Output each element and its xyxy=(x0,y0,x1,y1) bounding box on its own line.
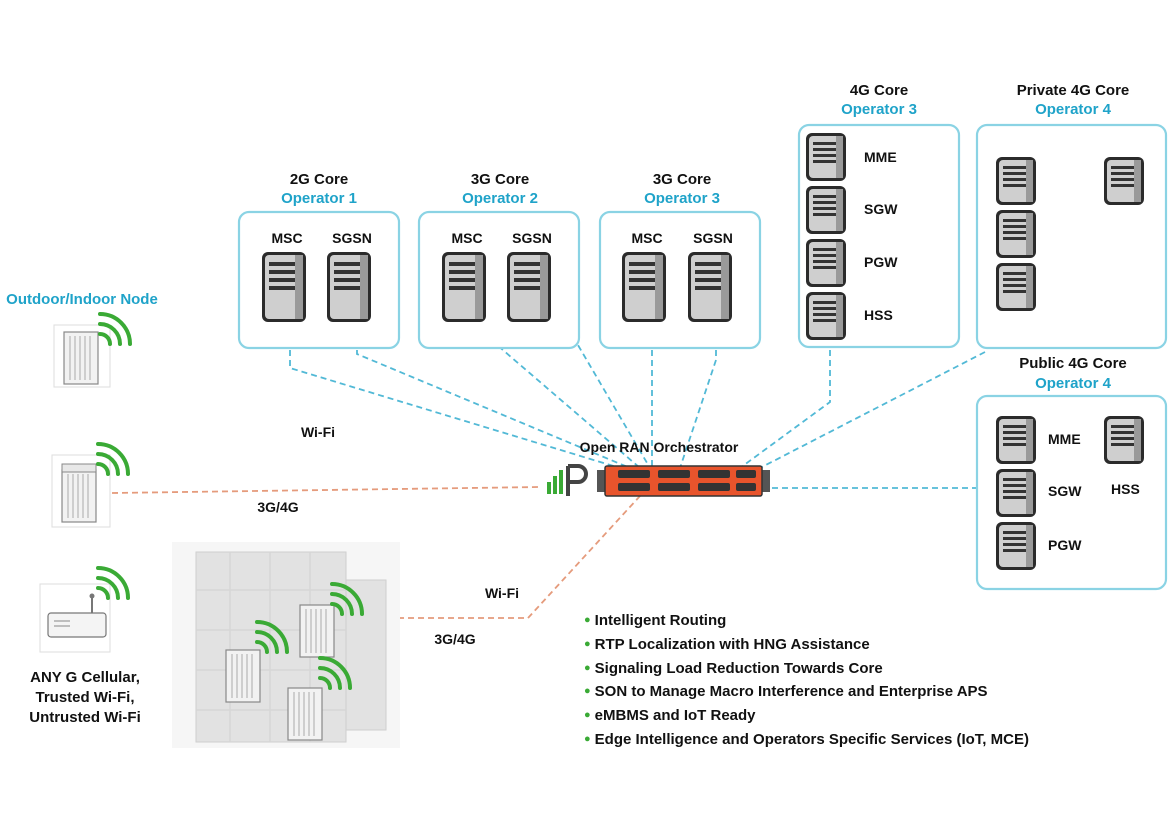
svg-text:Operator 1: Operator 1 xyxy=(281,190,357,207)
router-icon xyxy=(47,612,107,638)
core-private-4g-operator4: Private 4G Core Operator 4 xyxy=(975,82,1168,350)
msc-label: MSC xyxy=(631,230,662,246)
router-node xyxy=(39,566,130,653)
svg-text:2G Core: 2G Core xyxy=(290,171,348,188)
mme-server-icon xyxy=(806,133,846,181)
svg-text:Operator 4: Operator 4 xyxy=(1035,375,1112,392)
msc-server-icon xyxy=(442,252,486,322)
svg-text:Private 4G Core: Private 4G Core xyxy=(1017,82,1130,99)
server-icon xyxy=(996,210,1036,258)
bullet-icon: ● xyxy=(584,661,591,674)
open-ran-orchestrator: Open RAN Orchestrator xyxy=(547,439,770,497)
pgw-label: PGW xyxy=(864,254,898,270)
orchestrator-appliance-icon xyxy=(597,465,770,497)
svg-text:3G Core: 3G Core xyxy=(471,171,529,188)
access-links xyxy=(111,486,641,619)
list-item: ●SON to Manage Macro Interference and En… xyxy=(584,683,988,701)
svg-text:Operator 3: Operator 3 xyxy=(841,101,917,118)
list-item: ●RTP Localization with HNG Assistance xyxy=(584,635,870,653)
hss-server-icon xyxy=(806,292,846,340)
msc-label: MSC xyxy=(271,230,302,246)
sgsn-label: SGSN xyxy=(332,230,372,246)
list-item: ●Edge Intelligence and Operators Specifi… xyxy=(584,730,1029,748)
sgw-label: SGW xyxy=(864,201,898,217)
orchestrator-logo-icon xyxy=(547,464,588,496)
msc-server-icon xyxy=(622,252,666,322)
access-node-caption: ANY G Cellular, Trusted Wi-Fi, Untrusted… xyxy=(29,669,141,726)
core-2g-operator1: 2G Core Operator 1 MSC SGSN xyxy=(237,171,401,350)
sgsn-server-icon xyxy=(688,252,732,322)
list-item: ●Signaling Load Reduction Towards Core xyxy=(584,659,883,677)
svg-text:3G Core: 3G Core xyxy=(653,171,711,188)
svg-text:Operator 4: Operator 4 xyxy=(1035,101,1112,118)
access-point-icon xyxy=(63,331,99,385)
enterprise-building xyxy=(172,542,400,748)
list-item: ●Intelligent Routing xyxy=(584,612,727,629)
orchestrator-label: Open RAN Orchestrator xyxy=(580,439,739,455)
pgw-server-icon xyxy=(806,239,846,287)
svg-text:Public 4G Core: Public 4G Core xyxy=(1019,355,1127,372)
core-public-4g-operator4: Public 4G Core Operator 4 MME SGW PGW HS… xyxy=(975,355,1168,591)
3g4g-label: 3G/4G xyxy=(434,631,475,647)
core-4g-operator3: 4G Core Operator 3 MME SGW PGW HSS xyxy=(797,82,961,349)
sgw-server-icon xyxy=(806,186,846,234)
access-point-icon xyxy=(287,687,323,741)
sgw-label: SGW xyxy=(1048,483,1082,499)
core-3g-operator2: 3G Core Operator 2 MSC SGSN xyxy=(417,171,581,350)
pgw-server-icon xyxy=(996,522,1036,570)
feature-list: ●Intelligent Routing ●RTP Localization w… xyxy=(584,610,1029,753)
hss-server-icon xyxy=(1104,416,1144,464)
access-point-icon xyxy=(61,469,97,523)
server-icon xyxy=(996,157,1036,205)
sgsn-server-icon xyxy=(327,252,371,322)
mme-label: MME xyxy=(1048,431,1081,447)
sgw-server-icon xyxy=(996,469,1036,517)
mme-server-icon xyxy=(996,416,1036,464)
wifi-label: Wi-Fi xyxy=(301,424,335,440)
3g4g-label: 3G/4G xyxy=(257,499,298,515)
pgw-label: PGW xyxy=(1048,537,1082,553)
bullet-icon: ● xyxy=(584,637,591,650)
hss-label: HSS xyxy=(1111,481,1140,497)
bullet-icon: ● xyxy=(584,685,591,698)
access-point-icon xyxy=(225,649,261,703)
bullet-icon: ● xyxy=(584,732,591,745)
sgsn-label: SGSN xyxy=(512,230,552,246)
wifi-label: Wi-Fi xyxy=(485,585,519,601)
svg-text:Operator 2: Operator 2 xyxy=(462,190,538,207)
core-3g-operator3: 3G Core Operator 3 MSC SGSN xyxy=(598,171,762,350)
hss-label: HSS xyxy=(864,307,893,323)
msc-label: MSC xyxy=(451,230,482,246)
server-icon xyxy=(996,263,1036,311)
msc-server-icon xyxy=(262,252,306,322)
bullet-icon: ● xyxy=(584,614,591,626)
list-item: ●eMBMS and IoT Ready xyxy=(584,707,756,725)
indoor-node xyxy=(51,442,130,528)
svg-text:Operator 3: Operator 3 xyxy=(644,190,720,207)
svg-text:4G Core: 4G Core xyxy=(850,82,908,99)
bullet-icon: ● xyxy=(584,709,591,722)
mme-label: MME xyxy=(864,149,897,165)
server-icon xyxy=(1104,157,1144,205)
outdoor-indoor-node-label: Outdoor/Indoor Node xyxy=(6,291,158,308)
outdoor-node xyxy=(53,312,132,388)
sgsn-label: SGSN xyxy=(693,230,733,246)
sgsn-server-icon xyxy=(507,252,551,322)
access-point-icon xyxy=(299,604,335,658)
